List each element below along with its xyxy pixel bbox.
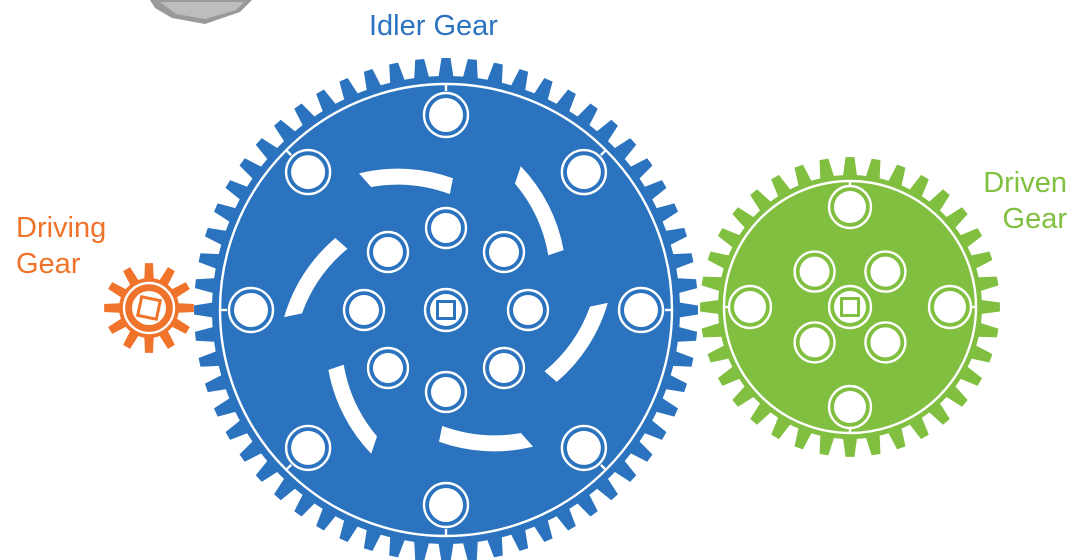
idler-outer-hole-ring <box>422 91 470 139</box>
idler-outer-hole <box>291 155 326 190</box>
driven-outer-hole-ring <box>727 284 773 330</box>
idler-outer-hole-ring <box>560 424 608 472</box>
idler-slot-line <box>285 149 292 156</box>
driven-outer-hole <box>934 291 966 323</box>
idler-inner-hole-ring <box>424 206 468 250</box>
driving-gear-label-line2: Gear <box>16 248 81 280</box>
idler-inner-hole-ring <box>366 346 410 390</box>
idler-gear-label-text: Idler Gear <box>369 10 498 42</box>
idler-slot-line <box>285 464 292 471</box>
motor-highlight <box>160 2 244 19</box>
idler-curved-window <box>439 425 533 452</box>
driven-inner-hole <box>799 256 830 287</box>
idler-outer-hole-ring <box>560 148 608 196</box>
idler-inner-hole-ring <box>482 230 526 274</box>
idler-curved-window <box>284 238 348 318</box>
driven-inner-hole-ring <box>793 250 836 293</box>
idler-inner-hole-ring <box>506 288 550 332</box>
driven-inner-hole <box>870 256 901 287</box>
idler-outer-hole <box>566 430 601 465</box>
idler-curved-window <box>515 166 564 256</box>
driven-outer-hole <box>834 391 866 423</box>
idler-axle-ring <box>423 287 469 333</box>
idler-inner-hole <box>373 353 403 383</box>
driven-outer-hole-ring <box>927 284 973 330</box>
driving-gear-rim-line <box>122 281 176 335</box>
idler-inner-hole <box>431 213 461 243</box>
driven-inner-hole <box>799 327 830 358</box>
driven-outer-hole <box>734 291 766 323</box>
driven-gear-label: Driven Gear <box>937 165 1067 237</box>
idler-inner-hole-ring <box>424 370 468 414</box>
idler-slot-line <box>600 149 607 156</box>
idler-outer-hole <box>291 430 326 465</box>
idler-curved-window <box>359 168 453 195</box>
idler-inner-hole <box>431 377 461 407</box>
idler-gear <box>194 58 698 560</box>
driven-inner-hole-ring <box>793 321 836 364</box>
idler-outer-hole-ring <box>617 286 665 334</box>
driven-inner-hole-ring <box>864 321 907 364</box>
idler-inner-hole <box>373 237 403 267</box>
idler-outer-hole-ring <box>284 424 332 472</box>
idler-curved-window <box>328 364 377 454</box>
idler-outer-hole-ring <box>422 481 470 529</box>
driven-inner-hole-ring <box>864 250 907 293</box>
driving-gear <box>104 263 194 353</box>
idler-inner-hole <box>489 237 519 267</box>
driving-gear-label-line1: Driving <box>16 212 107 244</box>
driven-inner-hole <box>870 327 901 358</box>
idler-outer-hole <box>566 155 601 190</box>
idler-outer-hole-ring <box>284 148 332 196</box>
driven-outer-hole-ring <box>827 184 873 230</box>
idler-inner-hole-ring <box>366 230 410 274</box>
idler-slot-line <box>600 464 607 471</box>
idler-inner-hole <box>513 295 543 325</box>
idler-outer-hole <box>429 98 463 132</box>
idler-axle-square-inner <box>439 303 453 317</box>
idler-inner-hole-ring <box>342 288 386 332</box>
driving-gear-label: Driving Gear <box>16 210 146 282</box>
idler-outer-hole-ring <box>227 286 275 334</box>
idler-gear-label: Idler Gear <box>369 8 569 44</box>
idler-inner-hole-ring <box>482 346 526 390</box>
driven-gear <box>700 157 1000 457</box>
idler-curved-window <box>544 302 608 382</box>
idler-outer-hole <box>234 293 268 327</box>
idler-outer-hole <box>624 293 658 327</box>
idler-inner-hole <box>489 353 519 383</box>
driven-gear-label-line2: Gear <box>1002 203 1067 235</box>
driven-outer-hole <box>834 191 866 223</box>
driven-outer-hole-ring <box>827 384 873 430</box>
idler-inner-hole <box>349 295 379 325</box>
driven-axle-ring <box>827 284 873 330</box>
driven-gear-label-line1: Driven <box>983 167 1067 199</box>
driving-axle-square-inner <box>139 298 159 318</box>
motor-corner-image <box>150 0 252 24</box>
driven-axle-square-inner <box>843 300 857 314</box>
idler-outer-hole <box>429 488 463 522</box>
